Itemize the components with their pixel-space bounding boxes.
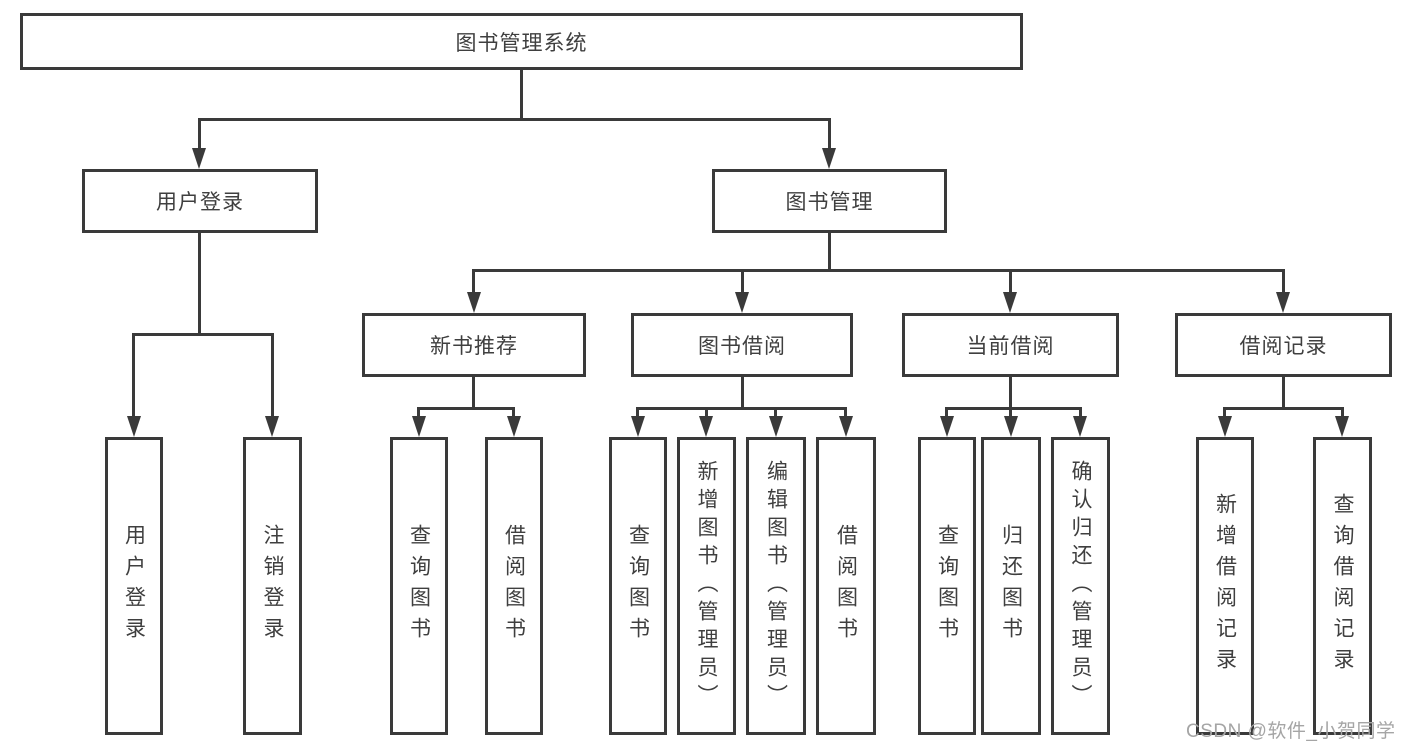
connector-book-mgmt-stem xyxy=(828,233,831,271)
connector-drop-query-book-3 xyxy=(945,407,948,418)
arrowhead-return-book-icon xyxy=(1004,416,1018,437)
leaf-return-book: 归还图书 xyxy=(981,437,1041,735)
connector-drop-query-record xyxy=(1341,407,1344,418)
connector-drop-book-mgmt xyxy=(828,118,831,150)
arrowhead-edit-book-icon xyxy=(769,416,783,437)
connector-drop-edit-book xyxy=(774,407,777,418)
arrowhead-book-mgmt-icon xyxy=(822,148,836,169)
node-book-management: 图书管理 xyxy=(712,169,947,233)
connector-current-borrow-split xyxy=(945,407,1082,410)
connector-level2-distributor xyxy=(198,118,831,121)
node-current-borrow-label: 当前借阅 xyxy=(966,335,1055,358)
connector-borrow-record-split xyxy=(1223,407,1344,410)
arrowhead-query-book-2-icon xyxy=(631,416,645,437)
leaf-add-borrow-record-label: 新增借阅记录 xyxy=(1213,493,1237,679)
arrowhead-borrow-book-2-icon xyxy=(839,416,853,437)
connector-drop-current-borrow xyxy=(1009,269,1012,295)
node-new-book-recommend-label: 新书推荐 xyxy=(430,335,518,358)
node-book-borrow-label: 图书借阅 xyxy=(698,335,786,358)
leaf-user-login: 用户登录 xyxy=(105,437,163,735)
arrowhead-add-book-icon xyxy=(699,416,713,437)
leaf-borrow-book-label: 借阅图书 xyxy=(834,524,858,648)
connector-drop-confirm-return xyxy=(1079,407,1082,418)
leaf-query-borrow-record-label: 查询借阅记录 xyxy=(1331,493,1354,679)
connector-book-borrow-split xyxy=(636,407,847,410)
arrowhead-user-login-icon xyxy=(192,148,206,169)
connector-root-stem xyxy=(520,70,523,121)
arrowhead-query-record-icon xyxy=(1335,416,1349,437)
connector-drop-add-record xyxy=(1223,407,1226,418)
leaf-edit-book-admin-label: 编辑图书（管理员） xyxy=(764,460,788,712)
node-user-login-label: 用户登录 xyxy=(156,191,244,214)
connector-drop-query-book-2 xyxy=(636,407,639,418)
node-user-login: 用户登录 xyxy=(82,169,318,233)
leaf-user-login-label: 用户登录 xyxy=(122,524,146,648)
leaf-confirm-return-admin: 确认归还（管理员） xyxy=(1051,437,1110,735)
connector-book-borrow-stem xyxy=(741,377,744,409)
connector-user-login-stem xyxy=(198,233,201,335)
leaf-borrow-book: 借阅图书 xyxy=(816,437,876,735)
connector-drop-leaf-user-login xyxy=(132,333,135,417)
arrowhead-current-borrow-icon xyxy=(1003,292,1017,313)
arrowhead-borrow-record-icon xyxy=(1276,292,1290,313)
connector-level3-distributor xyxy=(472,269,1285,272)
leaf-borrow-book-recommend-label: 借阅图书 xyxy=(502,524,526,648)
connector-drop-borrow-book-1 xyxy=(512,407,515,418)
connector-drop-leaf-logout xyxy=(271,333,274,417)
leaf-query-book-recommend: 查询图书 xyxy=(390,437,448,735)
node-book-borrow: 图书借阅 xyxy=(631,313,853,377)
arrowhead-add-record-icon xyxy=(1218,416,1232,437)
arrowhead-query-book-1-icon xyxy=(412,416,426,437)
connector-drop-borrow-record xyxy=(1282,269,1285,295)
leaf-add-book-admin: 新增图书（管理员） xyxy=(677,437,736,735)
connector-drop-add-book xyxy=(705,407,708,418)
leaf-query-book-current-label: 查询图书 xyxy=(935,524,959,648)
connector-drop-query-book-1 xyxy=(417,407,420,418)
connector-new-book-rec-stem xyxy=(472,377,475,409)
node-book-management-label: 图书管理 xyxy=(785,191,874,214)
arrowhead-book-borrow-icon xyxy=(735,292,749,313)
leaf-logout-label: 注销登录 xyxy=(261,524,284,648)
leaf-confirm-return-admin-label: 确认归还（管理员） xyxy=(1069,460,1092,712)
node-borrow-record: 借阅记录 xyxy=(1175,313,1392,377)
connector-drop-user-login xyxy=(198,118,201,150)
leaf-edit-book-admin: 编辑图书（管理员） xyxy=(746,437,806,735)
connector-borrow-record-stem xyxy=(1282,377,1285,409)
node-current-borrow: 当前借阅 xyxy=(902,313,1119,377)
connector-drop-return-book xyxy=(1009,407,1012,418)
node-root-system: 图书管理系统 xyxy=(20,13,1023,70)
leaf-add-book-admin-label: 新增图书（管理员） xyxy=(695,460,718,712)
leaf-query-book-recommend-label: 查询图书 xyxy=(407,524,431,648)
leaf-query-book-current: 查询图书 xyxy=(918,437,976,735)
arrowhead-new-book-rec-icon xyxy=(467,292,481,313)
csdn-watermark: CSDN @软件_小贺同学 xyxy=(1186,721,1396,742)
connector-drop-book-borrow xyxy=(741,269,744,295)
leaf-return-book-label: 归还图书 xyxy=(999,524,1023,648)
arrowhead-leaf-logout-icon xyxy=(265,416,279,437)
connector-new-book-rec-split xyxy=(417,407,515,410)
leaf-query-book-borrow: 查询图书 xyxy=(609,437,667,735)
leaf-query-borrow-record: 查询借阅记录 xyxy=(1313,437,1372,735)
connector-current-borrow-stem xyxy=(1009,377,1012,409)
connector-drop-new-book-rec xyxy=(472,269,475,295)
connector-user-login-split xyxy=(132,333,274,336)
arrowhead-query-book-3-icon xyxy=(940,416,954,437)
arrowhead-confirm-return-icon xyxy=(1073,416,1087,437)
arrowhead-borrow-book-1-icon xyxy=(507,416,521,437)
node-new-book-recommend: 新书推荐 xyxy=(362,313,586,377)
arrowhead-leaf-user-login-icon xyxy=(127,416,141,437)
leaf-add-borrow-record: 新增借阅记录 xyxy=(1196,437,1254,735)
leaf-query-book-borrow-label: 查询图书 xyxy=(626,524,650,648)
node-root-label: 图书管理系统 xyxy=(455,31,588,55)
leaf-logout: 注销登录 xyxy=(243,437,302,735)
connector-drop-borrow-book-2 xyxy=(844,407,847,418)
leaf-borrow-book-recommend: 借阅图书 xyxy=(485,437,543,735)
node-borrow-record-label: 借阅记录 xyxy=(1239,335,1328,358)
